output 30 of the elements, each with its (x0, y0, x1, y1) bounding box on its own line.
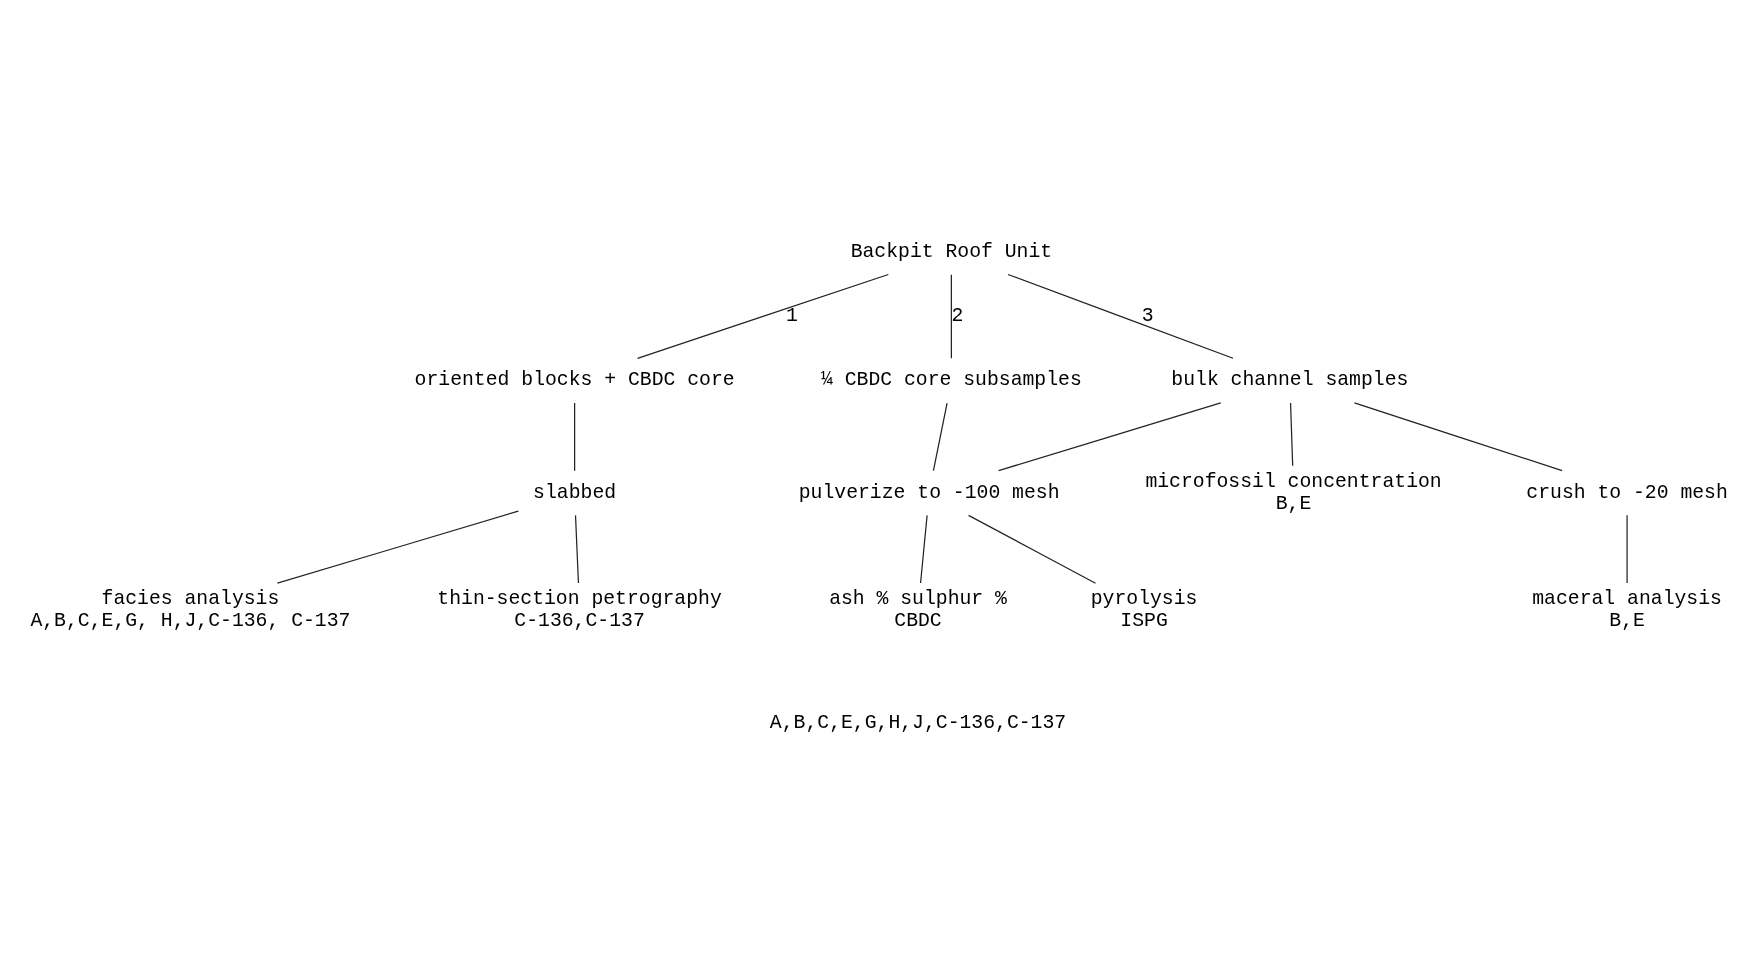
edge-label: 2 (951, 304, 964, 327)
connector (574, 401, 576, 471)
node-text: microfossil concentration B,E (1145, 470, 1442, 515)
connector (636, 273, 889, 359)
connector (919, 514, 928, 584)
connector (1626, 514, 1628, 584)
connector (998, 401, 1222, 471)
connector (276, 510, 519, 584)
connector (1289, 401, 1294, 466)
node-text: Backpit Roof Unit (850, 240, 1053, 263)
label: A,B,C,E,G,H,J,C-136,C-137 (769, 711, 1067, 734)
node-text: ash % sulphur % CBDC (829, 587, 1007, 632)
node-text: maceral analysis B,E (1532, 587, 1722, 632)
node-text: pyrolysis ISPG (1090, 587, 1198, 632)
connector (932, 401, 948, 471)
node-text: thin-section petrography C-136,C-137 (437, 587, 722, 632)
node-text: pulverize to -100 mesh (798, 481, 1060, 504)
node-text: crush to -20 mesh (1526, 481, 1728, 504)
node-text: facies analysis A,B,C,E,G, H,J,C-136, C-137 (30, 587, 351, 632)
edge-label: 3 (1141, 304, 1154, 327)
connector (574, 514, 580, 584)
edge-label: 1 (786, 304, 798, 327)
node-text: ¼ CBDC core subsamples (821, 368, 1082, 391)
node-text: bulk channel samples (1171, 368, 1409, 391)
node-text: slabbed (533, 481, 617, 504)
connector (950, 273, 952, 359)
connector (1007, 273, 1234, 359)
connector (1353, 401, 1563, 471)
connector (967, 514, 1097, 584)
node-text: oriented blocks + CBDC core (414, 368, 735, 391)
